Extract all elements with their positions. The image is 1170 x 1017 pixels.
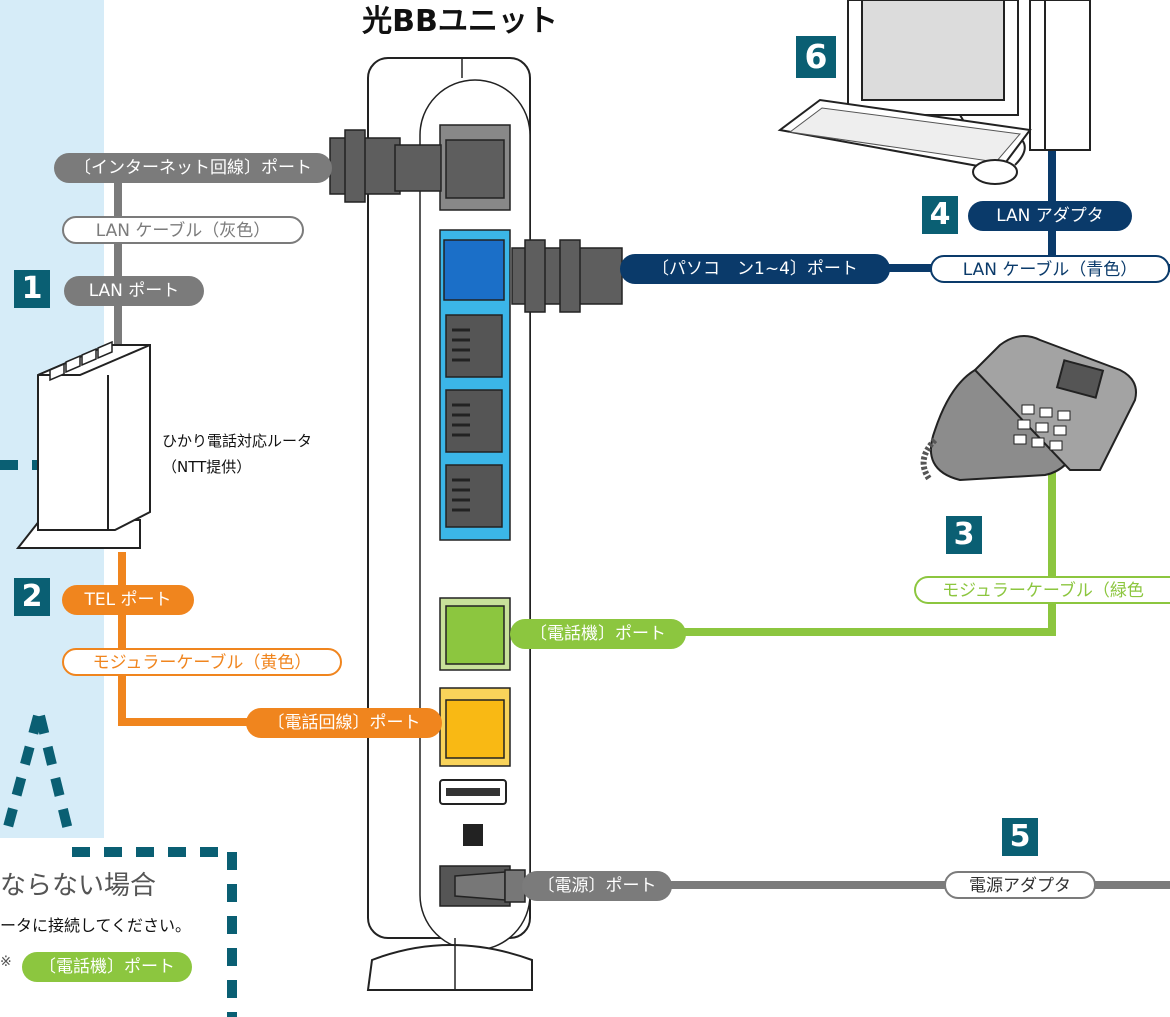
note-box-background <box>0 838 240 1017</box>
pc-port-label: 〔パソコ ン1~4〕ポート <box>620 254 890 284</box>
dashed-callout-lines <box>0 460 237 1017</box>
power-port-label: 〔電源〕ポート <box>522 871 672 901</box>
note-phone-port-label: 〔電話機〕ポート <box>22 952 192 982</box>
gray-lan-cable <box>114 164 330 345</box>
page-title: 光BBユニット <box>362 4 558 39</box>
power-adapter-label: 電源アダプタ <box>944 871 1096 899</box>
internet-port-label: 〔インターネット回線〕ポート <box>54 153 332 183</box>
phone-port-label: 〔電話機〕ポート <box>510 619 686 649</box>
step-number-3: 3 <box>946 516 982 554</box>
router-device <box>15 340 151 549</box>
step-number-2: 2 <box>14 578 50 616</box>
lan-adapter-label: LAN アダプタ <box>968 201 1132 231</box>
green-modular-cable <box>510 470 1056 636</box>
telephone <box>920 335 1137 482</box>
router-name: ひかり電話対応ルータ <box>162 432 313 450</box>
pc-plug <box>511 239 623 313</box>
mouse <box>972 159 1018 185</box>
lan-cable-blue-label: LAN ケーブル（青色） <box>930 255 1170 283</box>
step-number-4: 4 <box>922 196 958 234</box>
note-bullet: ※ <box>0 954 12 970</box>
step-number-1: 1 <box>14 270 50 308</box>
bb-unit <box>366 57 533 991</box>
router-provider: （NTT提供） <box>162 458 252 476</box>
keyboard <box>777 98 1032 172</box>
internet-plug <box>329 129 442 203</box>
lan-port-label: LAN ポート <box>64 276 204 306</box>
step-number-6: 6 <box>796 36 836 78</box>
note-heading: ならない場合 <box>0 871 157 901</box>
power-plug <box>454 869 526 903</box>
computer-tower <box>1029 0 1091 151</box>
modular-cable-yellow-label: モジュラーケーブル（黄色） <box>62 648 342 676</box>
lan-cable-gray-label: LAN ケーブル（灰色） <box>62 216 304 244</box>
note-text: ータに接続してください。 <box>0 916 192 935</box>
modular-cable-green-label: モジュラーケーブル（緑色 <box>914 576 1170 604</box>
step-number-5: 5 <box>1002 818 1038 856</box>
phone-line-port-label: 〔電話回線〕ポート <box>246 708 442 738</box>
tel-port-label: TEL ポート <box>62 585 194 615</box>
